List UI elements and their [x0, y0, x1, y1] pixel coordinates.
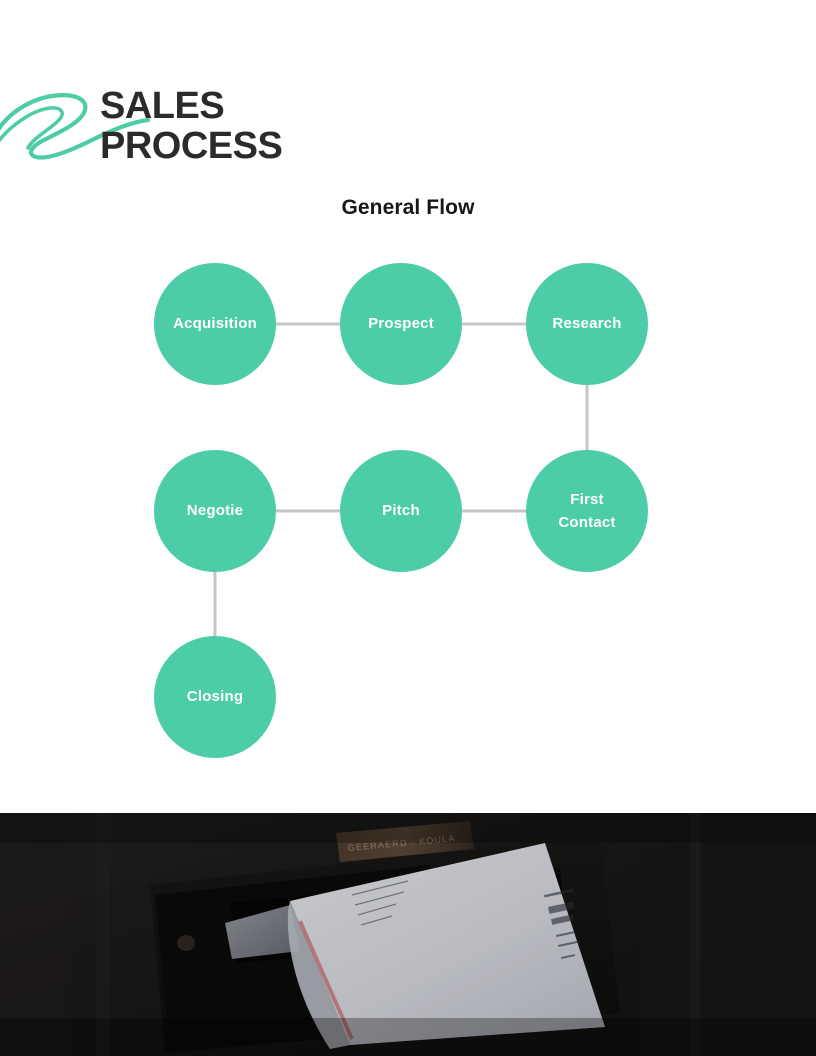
flow-node-label: First Contact — [558, 490, 616, 531]
flow-node-negotie[interactable]: Negotie — [154, 450, 276, 572]
flow-node-first-contact[interactable]: First Contact — [526, 450, 648, 572]
section-title: General Flow — [341, 196, 475, 219]
flow-connectors — [213, 322, 589, 636]
flow-node-prospect[interactable]: Prospect — [340, 263, 462, 385]
footer-photo: GEERAERD - KOULA — [0, 813, 816, 1056]
flow-node-label: Prospect — [368, 315, 434, 333]
flow-node-pitch[interactable]: Pitch — [340, 450, 462, 572]
flow-node-label: Acquisition — [173, 315, 257, 333]
flow-node-label: Closing — [186, 688, 244, 706]
flow-node-label: Research — [552, 315, 622, 333]
mailbox-nameplate: GEERAERD - KOULA — [336, 821, 474, 862]
flow-node-label: Pitch — [382, 502, 420, 520]
flow-node-research[interactable]: Research — [526, 263, 648, 385]
flow-diagram: Acquisition Prospect Research First Cont… — [0, 240, 816, 770]
flow-node-label: Negotie — [186, 502, 244, 520]
flow-node-acquisition[interactable]: Acquisition — [154, 263, 276, 385]
mailbox-photo-illustration: GEERAERD - KOULA — [0, 813, 816, 1056]
flow-node-closing[interactable]: Closing — [154, 636, 276, 758]
page-title: SALES PROCESS — [100, 85, 283, 167]
page-header: SALES PROCESS — [0, 0, 816, 190]
